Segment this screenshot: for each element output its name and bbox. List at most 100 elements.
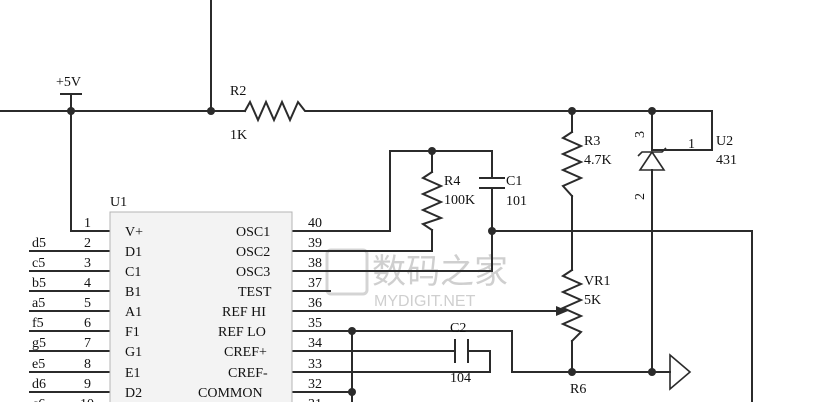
regulator-u2: U2 431 1 2 3 [633, 131, 737, 200]
watermark: 数码之家 MYDIGIT.NET [325, 248, 508, 310]
net-label: d6 [32, 377, 46, 392]
resistor-r4: R4 100K [420, 170, 475, 232]
chip-ref: U1 [110, 195, 127, 210]
pin-name: OSC1 [236, 225, 270, 240]
net-label: c5 [32, 256, 45, 271]
pin-name: A1 [125, 305, 142, 320]
right-pin-36: REF HI 36 [222, 296, 322, 320]
watermark-en: MYDIGIT.NET [374, 293, 476, 310]
pin-number: 4 [84, 276, 91, 291]
pin-number: 9 [84, 377, 91, 392]
resistor-r2: R2 1K [230, 84, 311, 143]
pin-name: D2 [125, 386, 142, 401]
pin-number: 39 [308, 236, 322, 251]
left-pin-6: f5 6 F1 [32, 316, 140, 340]
zener-triangle-icon [638, 150, 666, 171]
net-label: f5 [32, 316, 44, 331]
junctions [67, 107, 656, 396]
left-pin-1: 1 V+ [84, 216, 143, 240]
pin-number: 2 [84, 236, 91, 251]
left-pin-8: e5 8 E1 [32, 357, 141, 381]
pin-name: D1 [125, 245, 142, 260]
pin-name: C1 [125, 265, 141, 280]
pin-name: OSC3 [236, 265, 270, 280]
pin-name: TEST [238, 285, 272, 300]
left-pin-3: c5 3 C1 [32, 256, 141, 280]
net-label: c6 [32, 397, 45, 402]
ground-symbol [669, 353, 692, 391]
chip-u1: U1 1 V+ d5 2 D1 c5 3 C1 b5 4 B1 a5 5 A1 … [32, 195, 322, 402]
ground-arrow-icon [669, 353, 692, 391]
vr1-value: 5K [584, 293, 601, 308]
r2-value: 1K [230, 128, 247, 143]
pin-name: E1 [125, 366, 141, 381]
pin-number: 32 [308, 377, 322, 392]
capacitor-c1: C1 101 [479, 174, 527, 209]
net-label: e5 [32, 357, 45, 372]
pin-name: REF HI [222, 305, 266, 320]
pin-number: 10 [80, 397, 94, 402]
supply-5v: +5V [56, 75, 82, 95]
r3-ref: R3 [584, 134, 600, 149]
left-pin-9: d6 9 D2 [32, 377, 142, 401]
left-pin-5: a5 5 A1 [32, 296, 142, 320]
wires [0, 0, 753, 402]
u2-ref: U2 [716, 134, 733, 149]
wiper-arrow-icon [556, 306, 568, 316]
u2-pin-2: 2 [633, 193, 648, 200]
c1-ref: C1 [506, 174, 522, 189]
pin-number: 34 [308, 336, 322, 351]
pin-number: 40 [308, 216, 322, 231]
pin-number: 36 [308, 296, 322, 311]
right-pin-39: OSC2 39 [236, 236, 322, 260]
pin-number: 6 [84, 316, 91, 331]
right-pin-33: CREF- 33 [228, 357, 322, 381]
pin-number: 3 [84, 256, 91, 271]
pin-number: 31 [308, 397, 322, 402]
pin-name: G1 [125, 345, 142, 360]
capacitor-c2: C2 104 [450, 321, 471, 386]
pin-number: 1 [84, 216, 91, 231]
left-pin-7: g5 7 G1 [32, 336, 142, 360]
pin-name: CREF- [228, 366, 268, 381]
c2-ref: C2 [450, 321, 466, 336]
c2-value: 104 [450, 371, 471, 386]
potentiometer-vr1: VR1 5K [556, 268, 610, 343]
net-label: d5 [32, 236, 46, 251]
right-pin-40: OSC1 40 [236, 216, 322, 240]
pin-name: REF LO [218, 325, 266, 340]
r2-ref: R2 [230, 84, 246, 99]
pin-number: 37 [308, 276, 322, 291]
pin-name: OSC2 [236, 245, 270, 260]
right-pin-38: OSC3 38 [236, 256, 322, 280]
left-pin-10: c6 10 [32, 397, 94, 402]
pin-name: CREF+ [224, 345, 267, 360]
r6-ref: R6 [570, 382, 586, 397]
pin-number: 33 [308, 357, 322, 372]
pin-number: 38 [308, 256, 322, 271]
pin-name: B1 [125, 285, 141, 300]
pin-name: V+ [125, 225, 143, 240]
c1-value: 101 [506, 194, 527, 209]
pin-name: COMMON [198, 386, 263, 401]
u2-pin-1: 1 [688, 137, 695, 152]
right-pin-31: 31 [308, 397, 322, 402]
supply-label: +5V [56, 75, 81, 90]
net-label: a5 [32, 296, 45, 311]
pin-number: 8 [84, 357, 91, 372]
pin-number: 7 [84, 336, 91, 351]
net-label: b5 [32, 276, 46, 291]
resistor-r3: R3 4.7K [560, 130, 612, 198]
left-pin-2: d5 2 D1 [32, 236, 142, 260]
r4-value: 100K [444, 193, 475, 208]
r4-ref: R4 [444, 174, 460, 189]
vr1-ref: VR1 [584, 274, 610, 289]
pin-number: 35 [308, 316, 322, 331]
left-pin-4: b5 4 B1 [32, 276, 141, 300]
pin-number: 5 [84, 296, 91, 311]
pin-name: F1 [125, 325, 140, 340]
u2-pin-3: 3 [633, 131, 648, 138]
u2-value: 431 [716, 153, 737, 168]
right-pin-32: COMMON 32 [198, 377, 322, 401]
